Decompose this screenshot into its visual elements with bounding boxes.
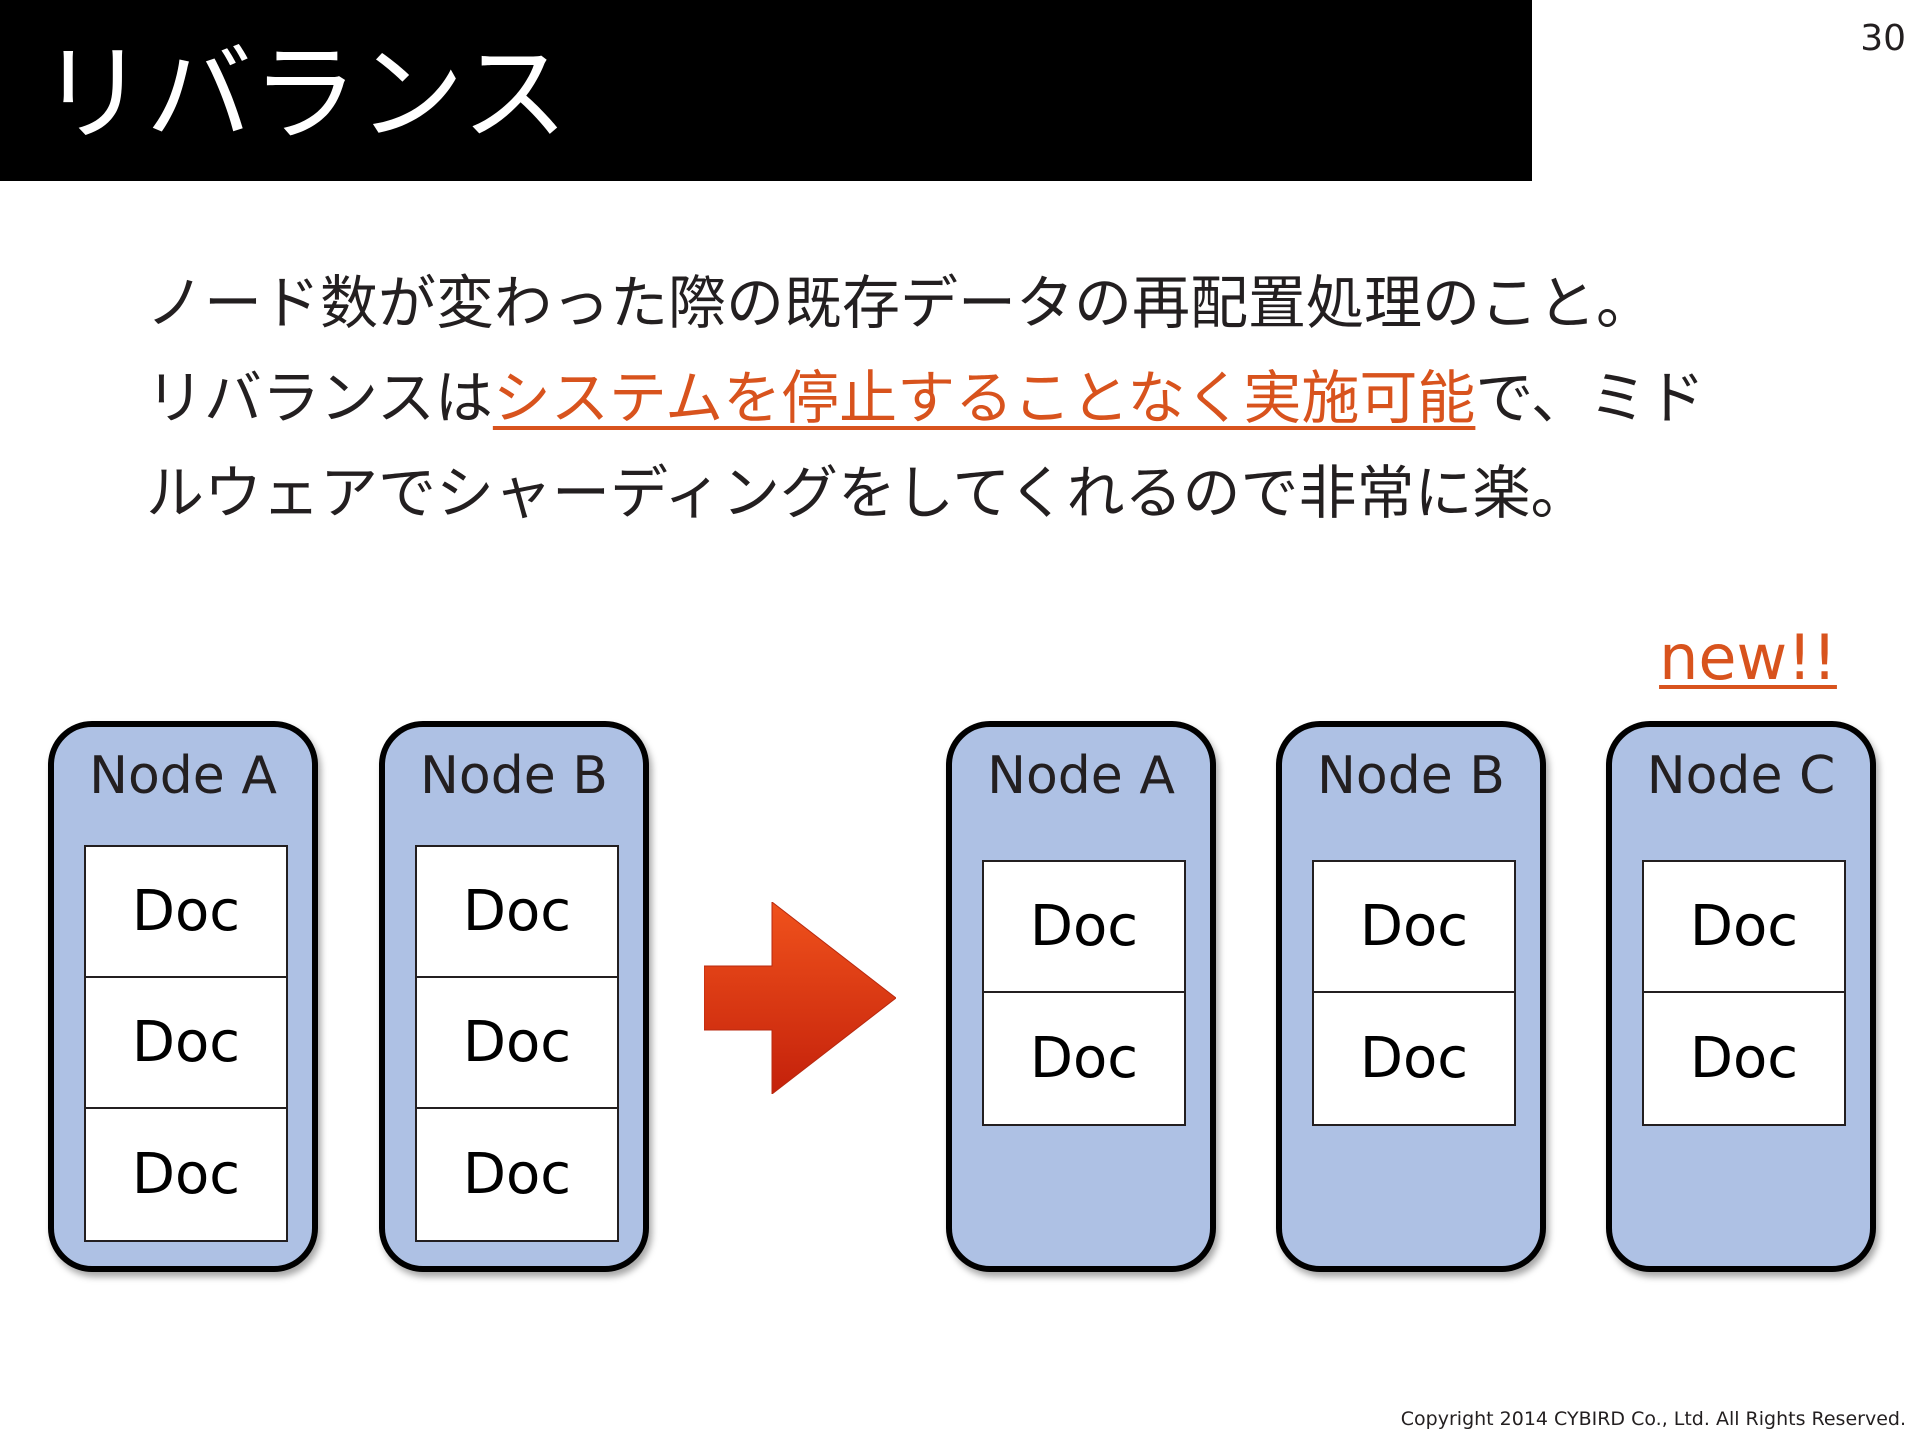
body-line-1: ノード数が変わった際の既存データの再配置処理のこと。 — [146, 269, 1655, 337]
doc-item: Doc — [417, 978, 617, 1109]
body-line-2-prefix: リバランスは — [146, 364, 493, 432]
node-label: Node B — [1317, 746, 1505, 806]
node-label: Node A — [987, 746, 1175, 806]
doc-item: Doc — [1314, 862, 1514, 993]
slide-title: リバランス — [40, 33, 568, 156]
doc-item: Doc — [1029, 1026, 1139, 1091]
right-arrow-icon — [704, 902, 896, 1094]
after-node-b: Node B Doc Doc — [1276, 721, 1546, 1272]
doc-stack: Doc Doc — [982, 860, 1186, 1126]
doc-item: Doc — [417, 847, 617, 978]
doc-item: Doc — [131, 1142, 241, 1207]
doc-item: Doc — [1359, 1026, 1469, 1091]
node-label: Node C — [1646, 746, 1836, 806]
doc-item: Doc — [86, 978, 286, 1109]
body-line-2-suffix: で、ミド — [1475, 364, 1706, 432]
page-number: 30 — [1860, 18, 1906, 59]
copyright-notice: Copyright 2014 CYBIRD Co., Ltd. All Righ… — [1400, 1408, 1906, 1430]
before-node-a: Node A Doc Doc Doc — [48, 721, 318, 1272]
doc-stack: Doc Doc Doc — [415, 845, 619, 1242]
doc-item: Doc — [1689, 1026, 1799, 1091]
node-label: Node B — [420, 746, 608, 806]
doc-stack: Doc Doc — [1312, 860, 1516, 1126]
doc-stack: Doc Doc — [1642, 860, 1846, 1126]
after-node-c: Node C Doc Doc — [1606, 721, 1876, 1272]
after-node-a: Node A Doc Doc — [946, 721, 1216, 1272]
node-label: Node A — [89, 746, 277, 806]
doc-item: Doc — [462, 1142, 572, 1207]
title-bar: リバランス — [0, 0, 1532, 181]
doc-stack: Doc Doc Doc — [84, 845, 288, 1242]
highlighted-phrase: システムを停止することなく実施可能 — [492, 364, 1476, 432]
doc-item: Doc — [984, 862, 1184, 993]
body-line-2: リバランスはシステムを停止することなく実施可能で、ミド — [146, 351, 1796, 446]
body-line-3: ルウェアでシャーディングをしてくれるので非常に楽。 — [146, 459, 1589, 527]
new-node-label: new!! — [1659, 621, 1837, 694]
doc-item: Doc — [86, 847, 286, 978]
before-node-b: Node B Doc Doc Doc — [379, 721, 649, 1272]
body-text: ノード数が変わった際の既存データの再配置処理のこと。 リバランスはシステムを停止… — [146, 256, 1796, 541]
doc-item: Doc — [1644, 862, 1844, 993]
